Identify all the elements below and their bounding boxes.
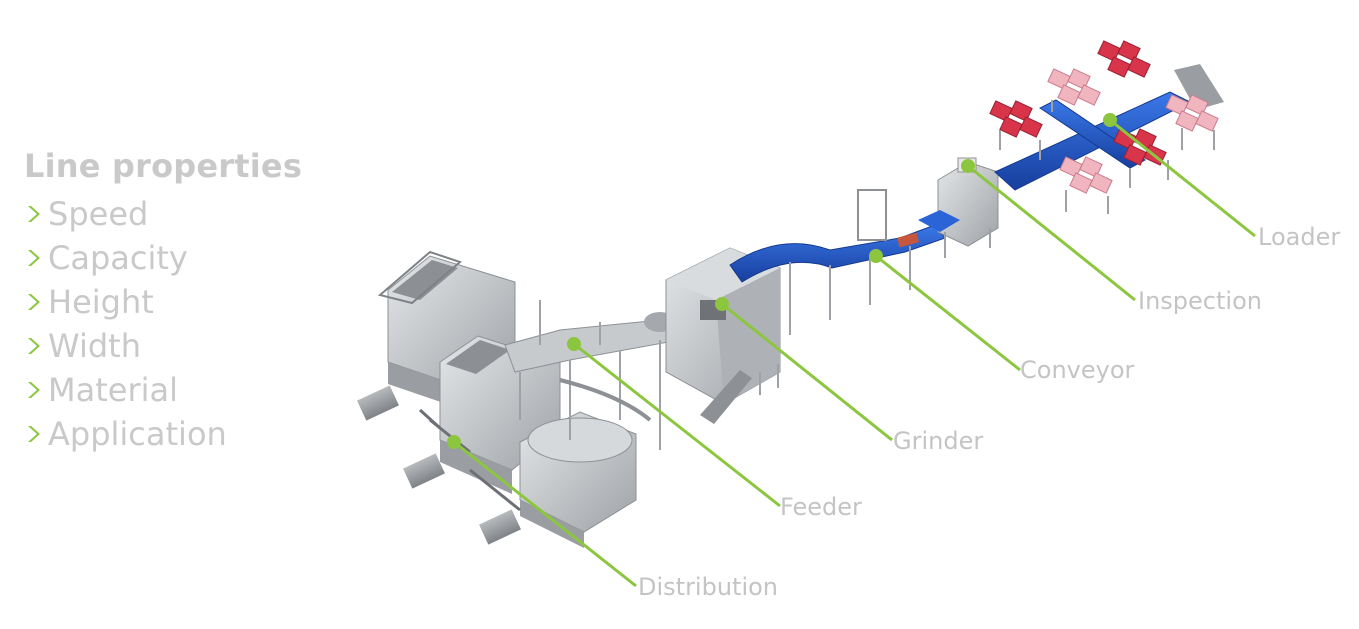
distribution-callout-line: [453, 440, 637, 588]
grinder-callout-dot: [715, 297, 729, 311]
property-label: Application: [48, 415, 227, 453]
line-properties-panel: Line properties Speed Capacity Height Wi…: [24, 146, 302, 456]
grinder-callout-line: [721, 302, 893, 442]
property-label: Speed: [48, 195, 149, 233]
property-capacity: Capacity: [24, 236, 302, 280]
conveyor-label: Conveyor: [1020, 356, 1135, 384]
property-speed: Speed: [24, 192, 302, 236]
chevron-right-icon: [28, 426, 40, 442]
property-material: Material: [24, 368, 302, 412]
grinder-label: Grinder: [893, 427, 983, 455]
property-label: Height: [48, 283, 154, 321]
distribution-augers: [418, 408, 521, 512]
loader-label: Loader: [1258, 223, 1340, 251]
feeder-label: Feeder: [780, 493, 862, 521]
property-label: Material: [48, 371, 178, 409]
property-application: Application: [24, 412, 302, 456]
inspection-callout-dot: [961, 159, 975, 173]
loader-callout-dot: [1103, 113, 1117, 127]
chevron-right-icon: [28, 294, 40, 310]
mixer-machine-3: [479, 411, 637, 548]
chevron-right-icon: [28, 206, 40, 222]
conveyor-callout-dot: [869, 249, 883, 263]
property-height: Height: [24, 280, 302, 324]
inspection-label: Inspection: [1138, 287, 1262, 315]
loader-station: [989, 40, 1224, 214]
line-properties-title: Line properties: [24, 147, 303, 185]
loader-callout-line: [1109, 118, 1256, 238]
feeder-callout-line: [573, 342, 781, 508]
property-label: Capacity: [48, 239, 188, 277]
distribution-callout-dot: [447, 435, 461, 449]
inspection-callout-line: [967, 164, 1136, 302]
conveyor-callout-line: [875, 254, 1021, 372]
distribution-label: Distribution: [638, 573, 778, 601]
chevron-right-icon: [28, 382, 40, 398]
property-width: Width: [24, 324, 302, 368]
tray-carts: [999, 100, 1215, 214]
chevron-right-icon: [28, 250, 40, 266]
chevron-right-icon: [28, 338, 40, 354]
feeder-callout-dot: [567, 337, 581, 351]
property-label: Width: [48, 327, 141, 365]
